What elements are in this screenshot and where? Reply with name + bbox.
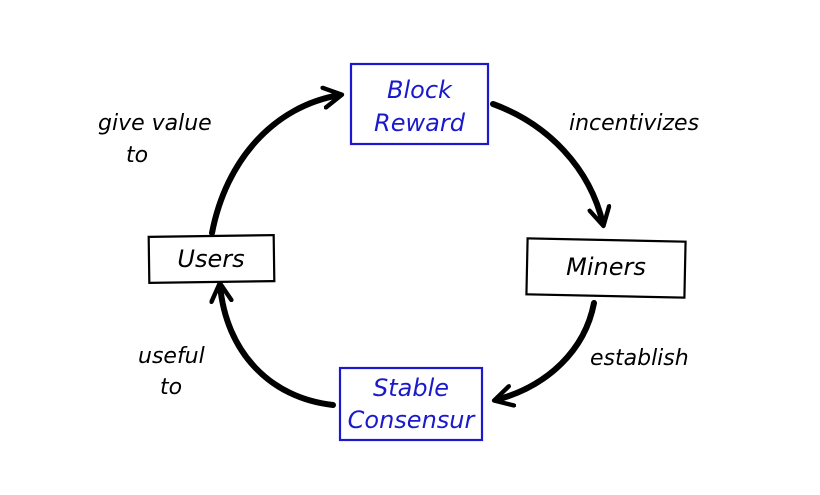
edge-arrow-miners-to-stable-consensus <box>496 300 597 400</box>
edge-arrow-stable-consensus-to-users <box>220 285 336 408</box>
edge-label-give-value-to-line: to <box>126 143 148 168</box>
node-box <box>147 234 276 284</box>
edge-label-give-value-to-line: give value <box>98 111 212 136</box>
node-label-line: Reward <box>374 109 466 137</box>
node-label-line: Users <box>177 245 244 273</box>
node-block-reward: Block Reward <box>349 62 490 146</box>
node-box <box>338 366 484 442</box>
edge-label-establish: establish <box>590 346 689 371</box>
node-users: Users <box>147 234 276 284</box>
node-box <box>525 237 687 299</box>
node-label-line: Block <box>387 76 453 104</box>
node-miners: Miners <box>525 237 687 299</box>
edge-label-incentivizes: incentivizes <box>569 111 699 136</box>
edge-label-useful-to-line: useful <box>138 344 205 369</box>
node-label-line: Consensur <box>348 406 477 434</box>
node-label-line: Stable <box>373 374 449 402</box>
node-label-line: Miners <box>566 253 646 281</box>
edge-arrow-users-to-block-reward <box>209 95 340 236</box>
edge-arrow-block-reward-to-miners <box>490 101 603 224</box>
node-stable-consensus: Stable Consensur <box>338 366 484 442</box>
node-box <box>349 62 490 146</box>
edge-label-useful-to-line: to <box>160 375 182 400</box>
